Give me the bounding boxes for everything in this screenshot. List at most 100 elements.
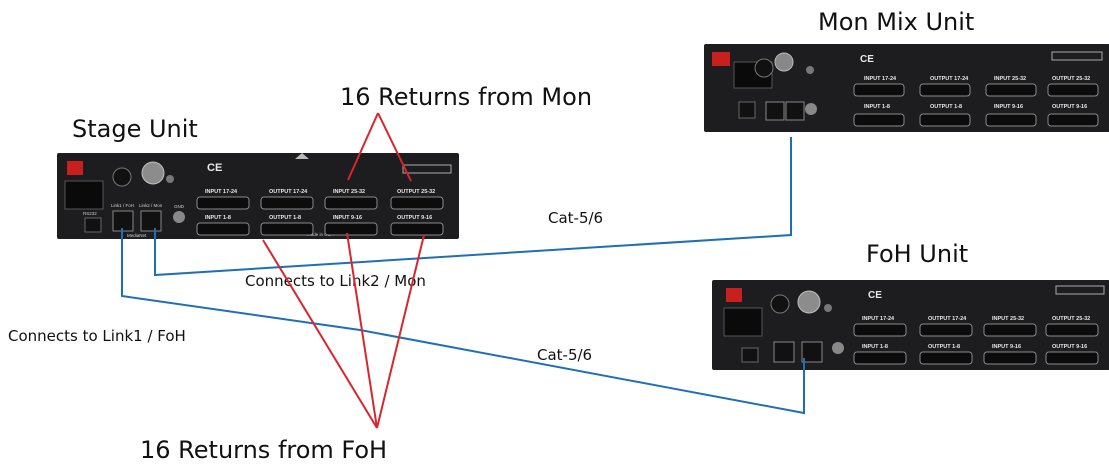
ce-mark: CE: [868, 290, 882, 301]
aux-jack: [754, 58, 774, 78]
made-in-usa-label: Made in USA: [307, 232, 334, 237]
input-17-24-label: INPUT 17-24: [862, 316, 895, 322]
stage-unit: RS232 Link1 / FoH Link2 / Mon MediaNet G…: [57, 153, 459, 239]
dsub-connector: [983, 323, 1037, 337]
warning-icon: [295, 153, 309, 159]
mon-mix-unit: CE INPUT 17-24 OUTPUT 17-24 INPUT 25-32 …: [704, 44, 1109, 132]
output-17-24-label: OUTPUT 17-24: [930, 76, 969, 82]
dsub-connector: [853, 113, 905, 127]
dsub-connector: [260, 222, 314, 236]
gnd-post: [173, 211, 185, 223]
dsub-connector: [919, 113, 971, 127]
aux-jack: [112, 167, 132, 187]
input-17-24-label: INPUT 17-24: [864, 76, 897, 82]
dsub-connector: [390, 222, 444, 236]
input-9-16-label: INPUT 9-16: [333, 215, 362, 221]
stage-unit-label: Stage Unit: [72, 115, 198, 143]
link2-port: [801, 341, 823, 363]
rs232-label: RS232: [83, 211, 97, 216]
gnd-label: GND: [174, 204, 185, 209]
aux-jack: [770, 294, 790, 314]
cable-bottom-label: Cat-5/6: [537, 346, 593, 364]
link1-label: Link1 / FoH: [111, 203, 134, 208]
foh-unit: CE INPUT 17-24 OUTPUT 17-24 INPUT 25-32 …: [712, 280, 1109, 370]
input-25-32-label: INPUT 25-32: [992, 316, 1024, 322]
dsub-connector: [919, 323, 973, 337]
returns-from-mon-label: 16 Returns from Mon: [340, 83, 593, 111]
link2-label: Link2 / Mon: [139, 203, 163, 208]
input-25-32-label: INPUT 25-32: [333, 189, 365, 195]
input-25-32-label: INPUT 25-32: [994, 76, 1026, 82]
return-line-mon-left: [347, 112, 379, 181]
dsub-connector: [919, 351, 973, 365]
input-1-8-label: INPUT 1-8: [864, 104, 890, 110]
serial-box: [402, 164, 452, 174]
output-1-8-label: OUTPUT 1-8: [930, 104, 962, 110]
dsub-connector: [853, 83, 905, 97]
output-17-24-label: OUTPUT 17-24: [928, 316, 967, 322]
output-9-16-label: OUTPUT 9-16: [397, 215, 432, 221]
led: [166, 175, 174, 183]
input-1-8-label: INPUT 1-8: [205, 215, 231, 221]
dsub-connector: [983, 351, 1037, 365]
medianet-label: MediaNet: [127, 233, 147, 238]
xlr-connector: [797, 290, 821, 314]
output-1-8-label: OUTPUT 1-8: [928, 344, 960, 350]
dsub-connector: [1045, 351, 1099, 365]
dsub-connector: [853, 351, 907, 365]
output-9-16-label: OUTPUT 9-16: [1052, 344, 1087, 350]
output-25-32-label: OUTPUT 25-32: [1052, 316, 1090, 322]
dsub-connector: [196, 222, 250, 236]
dsub-connector: [1047, 83, 1099, 97]
dsub-connector: [260, 196, 314, 210]
serial-box: [1055, 285, 1105, 295]
input-9-16-label: INPUT 9-16: [992, 344, 1021, 350]
xlr-connector: [141, 161, 165, 185]
dsub-connector: [853, 323, 907, 337]
gnd-post: [805, 103, 817, 115]
dsub-connector: [196, 196, 250, 210]
ce-mark: CE: [860, 54, 874, 65]
output-17-24-label: OUTPUT 17-24: [269, 189, 308, 195]
rs232-port: [738, 101, 756, 119]
output-1-8-label: OUTPUT 1-8: [269, 215, 301, 221]
connects-link1-label: Connects to Link1 / FoH: [8, 327, 186, 345]
dsub-connector: [985, 83, 1037, 97]
dsub-connector: [1045, 323, 1099, 337]
dsub-connector: [1047, 113, 1099, 127]
dsub-connector: [324, 222, 378, 236]
rs232-port: [741, 347, 759, 363]
return-line-foh-link: [262, 239, 378, 429]
return-line-foh-right: [376, 234, 425, 429]
led: [806, 66, 814, 74]
output-25-32-label: OUTPUT 25-32: [1052, 76, 1090, 82]
dsub-connector: [390, 196, 444, 210]
input-9-16-label: INPUT 9-16: [994, 104, 1023, 110]
dsub-connector: [324, 196, 378, 210]
xlr-connector: [774, 52, 794, 72]
cable-top-label: Cat-5/6: [548, 209, 604, 227]
link2-port: [140, 210, 162, 232]
power-inlet: [723, 307, 763, 337]
mon-mix-unit-label: Mon Mix Unit: [818, 8, 975, 36]
power-inlet: [64, 180, 104, 210]
output-25-32-label: OUTPUT 25-32: [397, 189, 435, 195]
serial-box: [1051, 51, 1103, 61]
returns-from-foh-label: 16 Returns from FoH: [140, 436, 388, 464]
output-9-16-label: OUTPUT 9-16: [1052, 104, 1087, 110]
gnd-post: [832, 342, 844, 354]
link1-port: [773, 341, 795, 363]
dsub-connector: [985, 113, 1037, 127]
cat5-cable-foh: [121, 228, 805, 415]
link1-port: [765, 101, 785, 121]
cat5-cable-mon: [154, 137, 792, 277]
return-line-foh-left: [346, 232, 378, 429]
input-1-8-label: INPUT 1-8: [862, 344, 888, 350]
power-switch: [726, 288, 742, 302]
led: [824, 304, 832, 312]
ce-mark: CE: [207, 162, 222, 174]
power-switch: [712, 52, 730, 66]
foh-unit-label: FoH Unit: [866, 240, 969, 268]
input-17-24-label: INPUT 17-24: [205, 189, 238, 195]
